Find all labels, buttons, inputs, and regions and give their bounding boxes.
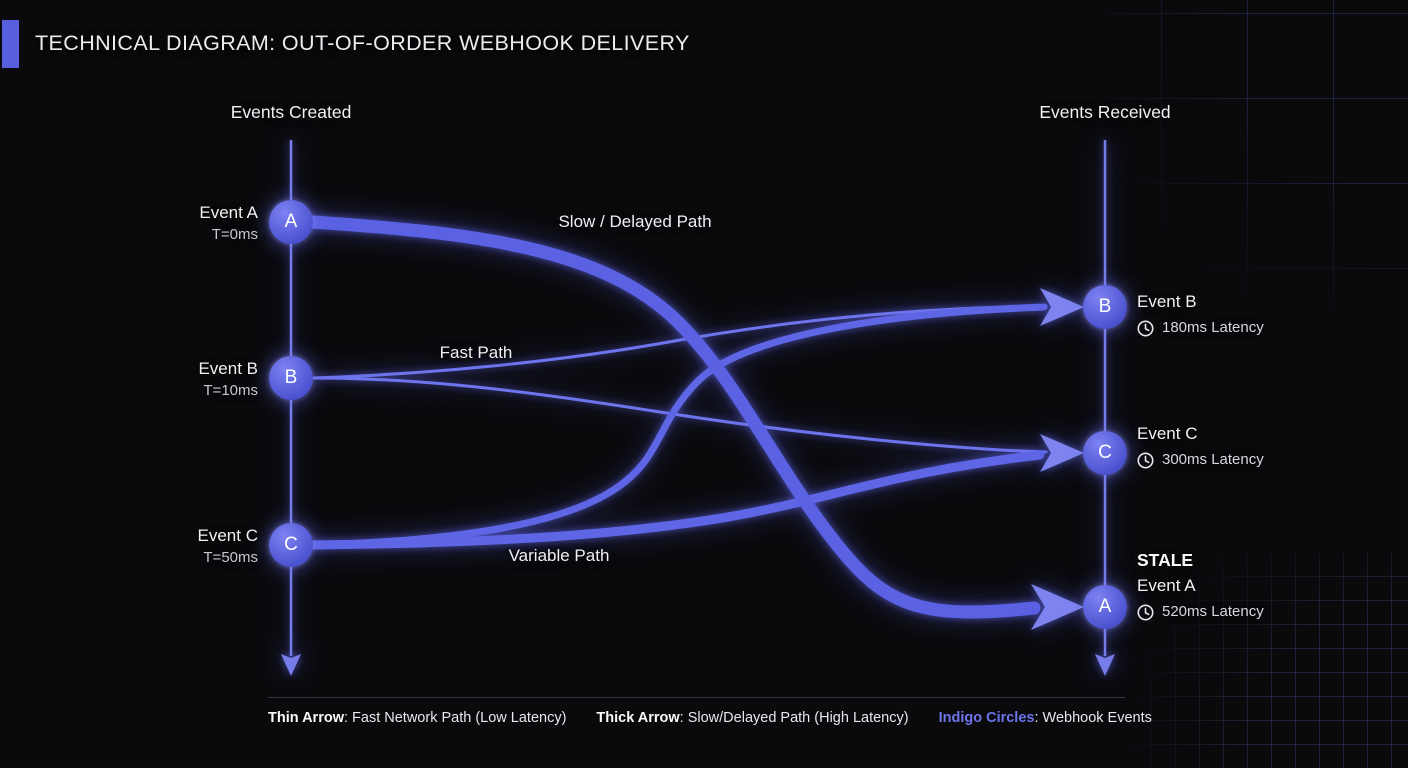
slow-path-label: Slow / Delayed Path xyxy=(558,212,712,231)
clock-icon xyxy=(1137,452,1154,468)
received-node-b: B xyxy=(1083,285,1127,329)
created-event-a-label: Event A T=0ms xyxy=(199,202,258,245)
arrow-into-b-icon xyxy=(1040,288,1084,326)
stale-badge: STALE xyxy=(1137,550,1194,570)
variable-path-upper-line xyxy=(309,303,1048,549)
event-label: Event B xyxy=(1137,292,1197,311)
event-label: Event A xyxy=(199,203,258,222)
event-latency-row: 520ms Latency xyxy=(1137,599,1264,625)
received-timeline-arrow-icon xyxy=(1095,654,1115,676)
title-accent-bar xyxy=(2,20,19,68)
events-received-header: Events Received xyxy=(1039,102,1171,122)
received-event-c-label: Event C 300ms Latency xyxy=(1137,421,1264,473)
arrow-into-a-icon xyxy=(1031,584,1084,630)
page-title: TECHNICAL DIAGRAM: OUT-OF-ORDER WEBHOOK … xyxy=(35,31,690,55)
clock-icon xyxy=(1137,320,1154,336)
created-node-b: B xyxy=(269,356,313,400)
variable-path-lower-line xyxy=(308,450,1045,550)
event-time: T=10ms xyxy=(203,382,258,399)
event-label: Event C xyxy=(197,526,258,545)
created-event-c-label: Event C T=50ms xyxy=(198,525,258,568)
legend-term: Thick Arrow xyxy=(596,710,680,726)
fast-path-line xyxy=(311,304,1048,380)
arrowheads xyxy=(1031,288,1084,630)
created-node-c: C xyxy=(269,523,313,567)
event-label: Event A xyxy=(1137,576,1196,595)
legend-item-indigo-circles: Indigo Circles: Webhook Events xyxy=(939,710,1152,726)
fast-path-label: Fast Path xyxy=(439,343,513,362)
received-node-a: A xyxy=(1083,585,1127,629)
delivery-paths xyxy=(306,215,1048,619)
received-node-c: C xyxy=(1083,431,1127,475)
legend: Thin Arrow: Fast Network Path (Low Laten… xyxy=(268,710,1152,726)
variable-path-label: Variable Path xyxy=(508,546,610,565)
received-event-b-label: Event B 180ms Latency xyxy=(1137,289,1264,341)
event-latency: 300ms Latency xyxy=(1162,451,1264,468)
arrow-into-c-icon xyxy=(1040,434,1084,472)
event-label: Event B xyxy=(198,359,258,378)
legend-divider xyxy=(268,697,1125,698)
received-event-a-label: STALE Event A 520ms Latency xyxy=(1137,547,1264,625)
event-latency: 180ms Latency xyxy=(1162,319,1264,336)
clock-icon xyxy=(1137,604,1154,620)
slow-path-line xyxy=(306,215,1041,619)
legend-desc: : Fast Network Path (Low Latency) xyxy=(343,710,567,726)
event-latency-row: 180ms Latency xyxy=(1137,315,1264,341)
legend-desc: : Slow/Delayed Path (High Latency) xyxy=(679,710,909,726)
event-label: Event C xyxy=(1137,424,1198,443)
created-timeline-arrow-icon xyxy=(281,654,301,676)
event-latency-row: 300ms Latency xyxy=(1137,447,1264,473)
event-time: T=50ms xyxy=(203,549,258,566)
created-event-b-label: Event B T=10ms xyxy=(198,358,258,401)
legend-desc: : Webhook Events xyxy=(1034,710,1152,726)
event-latency: 520ms Latency xyxy=(1162,603,1264,620)
fast-path-split-line xyxy=(311,376,1048,454)
events-created-header: Events Created xyxy=(230,102,352,122)
legend-term: Indigo Circles xyxy=(938,710,1035,726)
legend-item-thin-arrow: Thin Arrow: Fast Network Path (Low Laten… xyxy=(268,710,566,726)
legend-item-thick-arrow: Thick Arrow: Slow/Delayed Path (High Lat… xyxy=(596,710,908,726)
created-node-a: A xyxy=(269,200,313,244)
legend-term: Thin Arrow xyxy=(268,710,344,726)
event-time: T=0ms xyxy=(211,226,258,243)
